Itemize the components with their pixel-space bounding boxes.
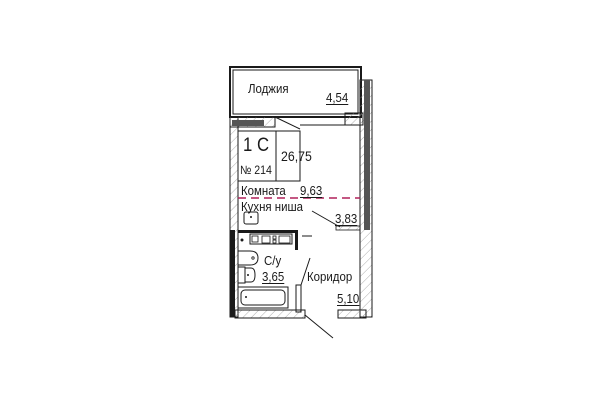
kitchen-niche-area: 3,83 bbox=[335, 211, 358, 226]
bathroom-label: С/у bbox=[264, 253, 282, 268]
bathroom-area: 3,65 bbox=[262, 269, 285, 284]
corridor-label: Коридор bbox=[307, 269, 353, 284]
total-area: 26,75 bbox=[281, 148, 312, 164]
corridor-area: 5,10 bbox=[337, 291, 360, 306]
bathroom-walls bbox=[238, 230, 312, 313]
bathroom-fixtures bbox=[237, 233, 293, 309]
loggia-area: 4,54 bbox=[326, 90, 349, 105]
unit-info-box bbox=[237, 130, 301, 182]
outer-walls bbox=[229, 79, 373, 339]
loggia-label: Лоджия bbox=[248, 81, 289, 96]
room-area: 9,63 bbox=[300, 183, 323, 198]
unit-number: № 214 bbox=[240, 163, 272, 177]
room-label: Комната bbox=[241, 183, 286, 198]
kitchen-niche-label: Кухня ниша bbox=[241, 199, 304, 214]
unit-type: 1 C bbox=[243, 135, 270, 156]
